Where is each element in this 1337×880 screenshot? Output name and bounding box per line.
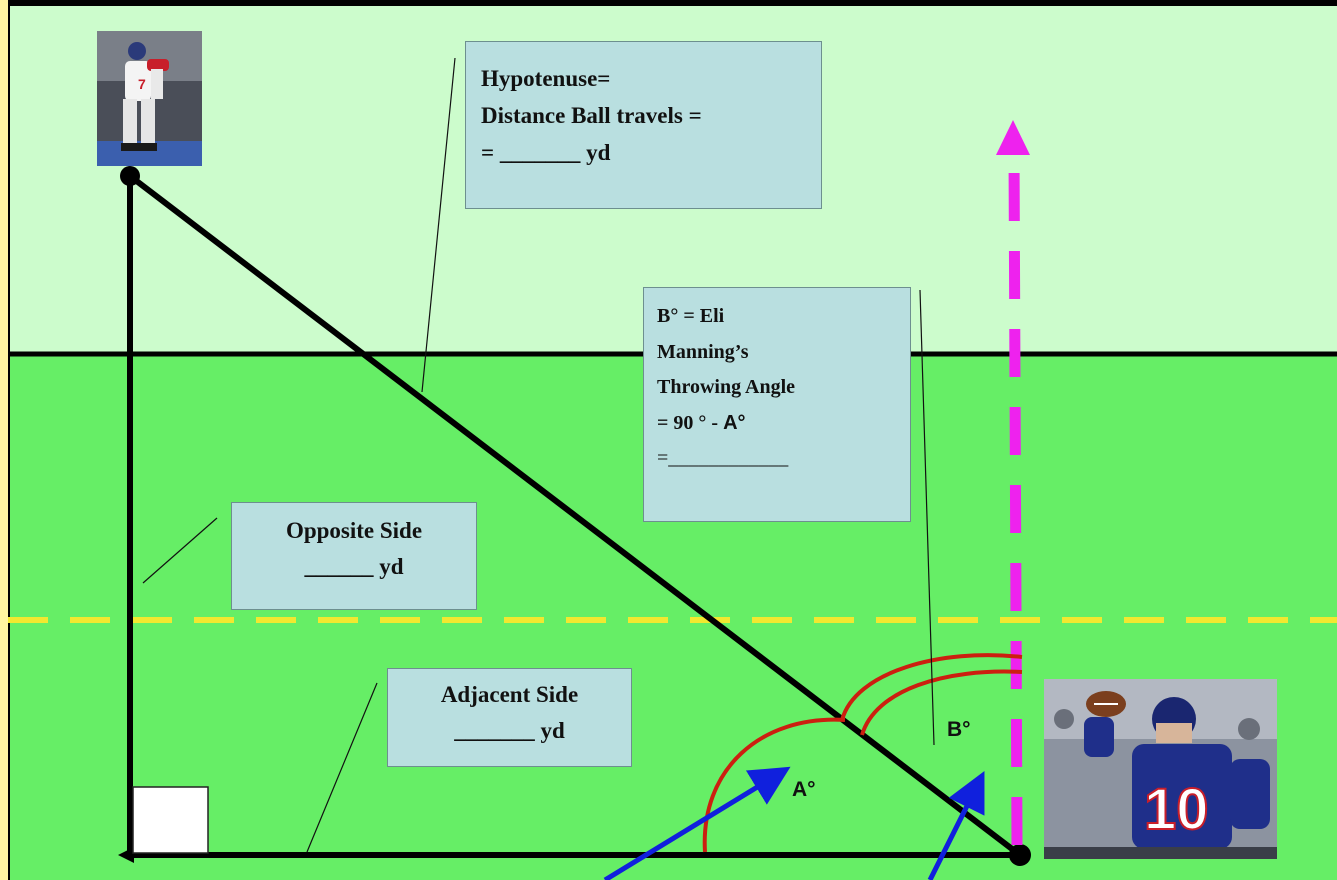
- quarterback-point: [1009, 844, 1031, 866]
- opposite-leader: [142, 517, 218, 584]
- hypotenuse-leader: [421, 57, 456, 393]
- route-arrow-head: [996, 120, 1030, 155]
- adjacent-answer-blank: _______ yd: [454, 718, 565, 743]
- angle-b-label: B°: [947, 718, 971, 741]
- angle-b-leader: [919, 289, 935, 746]
- angle-a-pointer-arrow: [603, 766, 791, 880]
- adjacent-leader: [306, 682, 378, 853]
- angle-a-arc: [702, 717, 846, 853]
- svg-text:7: 7: [138, 76, 146, 92]
- quarterback-photo: 10: [1044, 679, 1277, 859]
- angle-a-label: A°: [792, 778, 816, 801]
- quarterback-photo-icon: 10: [1044, 679, 1277, 859]
- hypotenuse-answer-blank: = _______ yd: [481, 140, 611, 165]
- hypotenuse-label-box: Hypotenuse= Distance Ball travels = = __…: [465, 41, 822, 209]
- opposite-label-box: Opposite Side ______ yd: [231, 502, 477, 610]
- receiver-photo-icon: 7: [97, 31, 202, 166]
- angle-b-pointer-arrow: [927, 771, 985, 880]
- jersey-number: 10: [1144, 777, 1209, 842]
- angle-b-formula: = 90 ° - A°: [657, 406, 910, 442]
- angle-b-definition: B° = Eli: [657, 305, 725, 327]
- angle-b-arc-outer: [840, 653, 1023, 721]
- adjacent-title: Adjacent Side: [440, 682, 579, 707]
- adjacent-label-box: Adjacent Side _______ yd: [387, 668, 632, 767]
- hypotenuse-title: Hypotenuse=: [481, 66, 611, 91]
- receiver-point: [120, 166, 140, 186]
- opposite-answer-blank: ______ yd: [304, 554, 404, 579]
- right-angle-marker: [132, 786, 209, 854]
- adjacent-arrow-tip: [118, 847, 134, 863]
- route-arrow-line: [1008, 149, 1023, 846]
- angle-b-name: Throwing Angle: [657, 376, 795, 398]
- angle-b-arc-inner: [860, 669, 1023, 736]
- angle-b-answer-blank: =____________: [657, 447, 789, 469]
- hypotenuse-description: Distance Ball travels =: [481, 103, 702, 128]
- receiver-photo: 7: [97, 31, 202, 166]
- hypotenuse-line: [128, 173, 1022, 858]
- angle-b-label-box: B° = Eli Manning’s Throwing Angle = 90 °…: [643, 287, 911, 522]
- angle-b-formula-prefix: = 90 ° -: [657, 411, 724, 434]
- left-margin-strip: [0, 0, 8, 880]
- opposite-title: Opposite Side: [285, 518, 423, 543]
- angle-b-owner: Manning’s: [657, 340, 749, 363]
- angle-b-formula-symbol: A°: [723, 411, 746, 434]
